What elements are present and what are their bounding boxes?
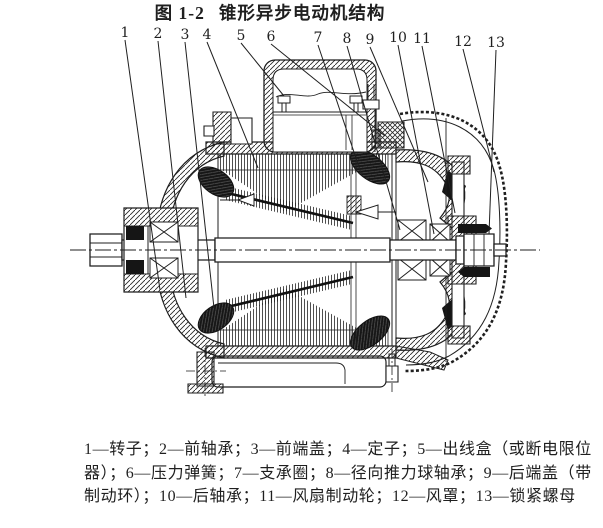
legend-line: 器）；6—压力弹簧；7—支承圈；8—径向推力球轴承；9—后端盖（带 (84, 464, 592, 482)
rear-bearing (430, 224, 450, 276)
callout-number-10: 10 (389, 30, 407, 46)
datum-arrows (220, 194, 396, 219)
callout-number-13: 13 (487, 35, 505, 51)
leader-line-12 (463, 49, 494, 172)
legend-line: 制动环）；10—后轴承；11—风扇制动轮；12—风罩；13—锁紧螺母 (84, 488, 576, 505)
callout-number-5: 5 (237, 28, 246, 44)
leader-line-10 (398, 45, 434, 234)
callout-number-8: 8 (343, 31, 352, 47)
parts-legend: 1—转子；2—前轴承；3—前端盖；4—定子；5—出线盒（或断电限位 器）；6—压… (84, 438, 592, 509)
leader-line-2 (158, 41, 186, 298)
lead-wire (276, 92, 366, 97)
fan-brake-wheel (446, 118, 492, 362)
callout-number-9: 9 (366, 32, 375, 48)
callout-number-2: 2 (154, 26, 163, 42)
pressure-spring (378, 122, 404, 148)
end-windings (193, 143, 396, 356)
leader-line-11 (422, 46, 455, 213)
callout-number-3: 3 (181, 27, 190, 43)
legend-line: 1—转子；2—前轴承；3—前端盖；4—定子；5—出线盒（或断电限位 (84, 441, 592, 458)
front-end-cover (157, 112, 252, 358)
leader-line-13 (489, 50, 496, 234)
callout-number-7: 7 (314, 30, 323, 46)
figure-caption: 图 1-2 锥形异步电动机结构 (0, 0, 540, 25)
figure-number: 图 1-2 (154, 3, 205, 23)
front-foot (186, 348, 226, 397)
front-cover-bracket (204, 112, 252, 144)
leader-line-3 (185, 42, 214, 308)
leader-line-4 (207, 42, 258, 168)
leader-line-9 (370, 47, 428, 182)
callout-number-11: 11 (413, 31, 431, 47)
leader-line-1 (125, 40, 160, 290)
terminal-box (264, 60, 376, 152)
rotor (222, 170, 360, 330)
figure-title: 锥形异步电动机结构 (218, 3, 386, 23)
callout-number-6: 6 (267, 29, 276, 45)
mounting-base (186, 346, 448, 397)
rear-bearings (398, 220, 450, 280)
radial-bolt (458, 224, 492, 277)
leader-line-5 (241, 43, 284, 96)
brake-spring-assembly (347, 84, 404, 344)
leader-line-6 (271, 44, 385, 136)
leader-line-7 (318, 45, 362, 176)
base-bolt (386, 349, 398, 394)
callout-number-12: 12 (454, 34, 472, 50)
callout-number-4: 4 (203, 27, 212, 43)
leader-line-8 (347, 46, 400, 230)
callout-number-1: 1 (121, 25, 130, 41)
thrust-ball-bearing (398, 220, 426, 280)
